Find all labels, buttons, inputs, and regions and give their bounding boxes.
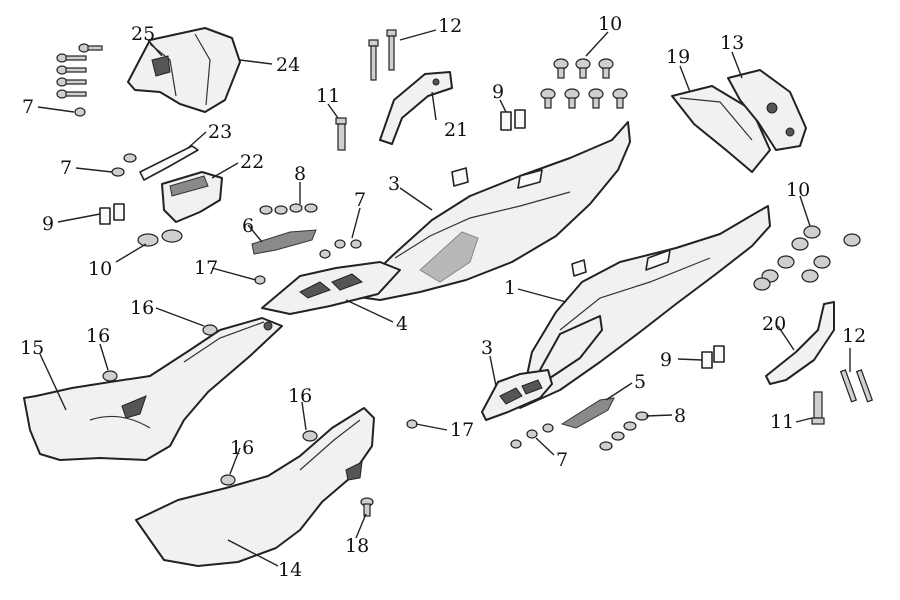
callout-14: 14: [278, 559, 302, 581]
part-16-clip-left: [102, 370, 118, 382]
callout-7-center: 7: [354, 189, 366, 211]
callout-18: 18: [345, 535, 369, 557]
part-7-screw-stack: [56, 43, 103, 117]
callout-21: 21: [444, 119, 468, 141]
callout-1: 1: [504, 277, 516, 299]
part-5-strip: [560, 397, 615, 429]
part-1-right-side-cover: [519, 205, 771, 409]
part-7-screw-left: [111, 153, 137, 177]
part-21-bracket: [379, 71, 453, 145]
callout-11-right: 11: [770, 411, 794, 433]
part-8-screws-right: [599, 411, 649, 451]
callout-16: 16: [130, 297, 154, 319]
callout-12: 12: [438, 15, 462, 37]
part-12-bolts: [368, 29, 397, 81]
part-15-left-lower-cover: [23, 317, 283, 461]
callout-13: 13: [720, 32, 744, 54]
callout-7-left: 7: [60, 157, 72, 179]
callout-25: 25: [131, 23, 155, 45]
part-3-lower-footrest: [481, 369, 553, 421]
callout-7-bottom: 7: [556, 449, 568, 471]
part-16-clip-bottom-right: [302, 430, 318, 442]
callout-9: 9: [492, 81, 504, 103]
part-8-screws-left: [259, 203, 318, 215]
part-9-clip-top: [500, 109, 526, 131]
part-3-upper-side-cover: [351, 121, 631, 301]
callout-22: 22: [240, 151, 264, 173]
part-7-screws-center: [319, 239, 362, 259]
part-17-screw-left: [254, 275, 266, 285]
part-10-clip-cluster: [540, 58, 628, 109]
part-16-clip-top: [202, 324, 218, 336]
part-16-clip-mid: [220, 474, 236, 486]
part-9-clip-left: [99, 203, 125, 225]
part-10-clip-cluster-right: [753, 225, 861, 291]
callout-11: 11: [316, 85, 340, 107]
callout-10-left: 10: [88, 258, 112, 280]
part-14-bottom-cover: [135, 407, 375, 567]
callout-10: 10: [598, 13, 622, 35]
part-10-clip-left: [137, 229, 183, 247]
callout-5: 5: [634, 371, 646, 393]
callout-labels: 25 24 7 12 10 19 13 11 21 9 23 7 22 3 8 …: [20, 13, 866, 581]
part-7-screws-bottom: [510, 423, 554, 449]
callout-8-right: 8: [674, 405, 686, 427]
part-17-screw-right: [406, 419, 418, 429]
callout-7: 7: [22, 96, 34, 118]
callout-4: 4: [396, 313, 408, 335]
callout-17: 17: [194, 257, 218, 279]
callout-19: 19: [666, 46, 690, 68]
callout-17-right: 17: [450, 419, 474, 441]
callout-23: 23: [208, 121, 232, 143]
callout-8: 8: [294, 163, 306, 185]
callout-16-left: 16: [86, 325, 110, 347]
callout-16-mid: 16: [230, 437, 254, 459]
part-9-clip-right: [701, 345, 725, 369]
part-22-small-cover: [161, 171, 223, 223]
callout-9-left: 9: [42, 213, 54, 235]
part-11-bolt-right: [811, 391, 825, 425]
part-12-bolts-right: [839, 369, 874, 403]
callout-20: 20: [762, 313, 786, 335]
callout-3-lower: 3: [481, 337, 493, 359]
part-20-bracket: [765, 301, 835, 385]
callout-24: 24: [276, 54, 300, 76]
leader-lines: [37, 29, 851, 567]
callout-10-right: 10: [786, 179, 810, 201]
part-6-strip: [251, 229, 317, 255]
callout-3: 3: [388, 173, 400, 195]
part-4-footrest: [261, 261, 401, 315]
callout-9-right: 9: [660, 349, 672, 371]
callout-16-bottom: 16: [288, 385, 312, 407]
callout-6: 6: [242, 215, 254, 237]
part-11-bolt: [335, 117, 347, 151]
part-13-rear-bracket: [727, 69, 807, 151]
part-23-strip: [139, 145, 199, 181]
part-18-screw: [360, 497, 374, 517]
callout-15: 15: [20, 337, 44, 359]
callout-12-right: 12: [842, 325, 866, 347]
